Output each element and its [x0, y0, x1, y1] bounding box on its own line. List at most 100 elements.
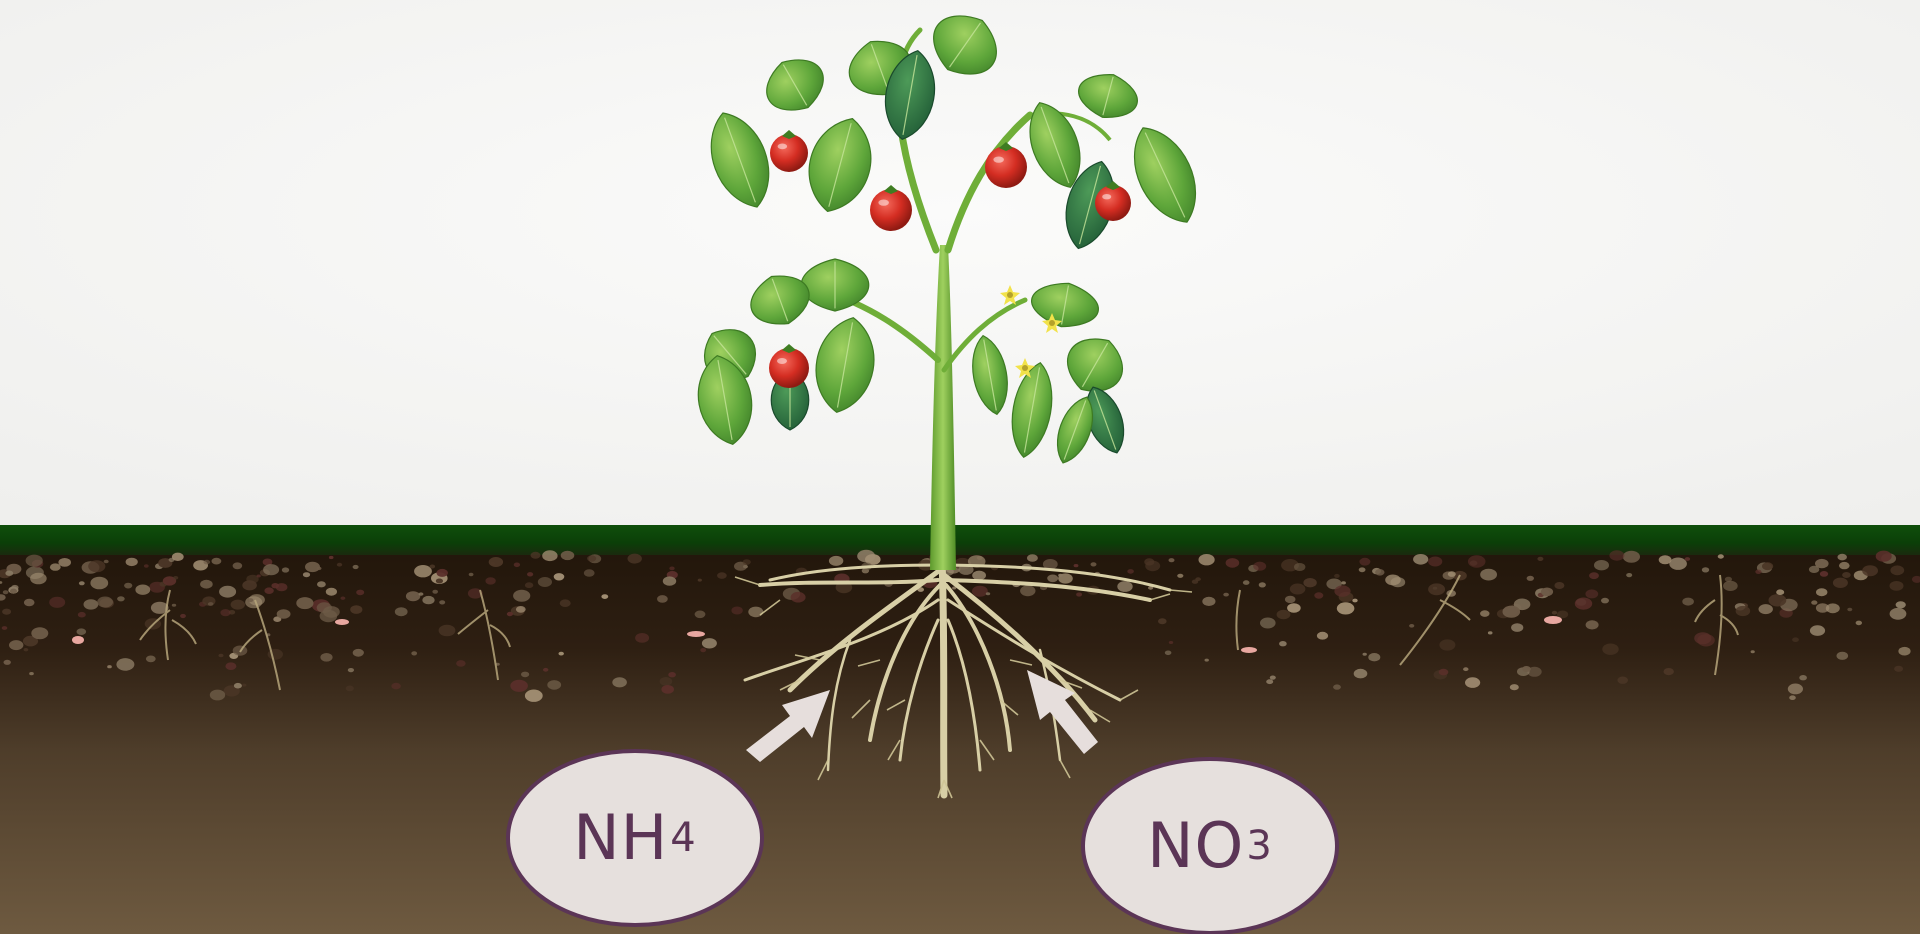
- soil-pebble: [3, 660, 10, 665]
- soil-pebble: [635, 633, 649, 643]
- soil-pebble: [208, 602, 214, 606]
- soil-pebble: [1363, 653, 1367, 656]
- soil-pebble: [469, 573, 474, 576]
- soil-pebble: [233, 562, 243, 569]
- soil-pebble: [1205, 659, 1209, 662]
- soil-pebble: [88, 560, 105, 572]
- soil-pebble: [1839, 562, 1850, 569]
- soil-pebble: [1685, 557, 1690, 561]
- soil-pebble: [414, 565, 432, 577]
- soil-pebble: [1199, 554, 1215, 565]
- soil-pebble: [1833, 578, 1848, 588]
- soil-pebble: [1503, 606, 1521, 618]
- soil-pebble: [348, 668, 354, 672]
- soil-pebble: [542, 550, 557, 561]
- soil-pebble: [1169, 641, 1173, 644]
- soil-pebble: [337, 563, 342, 567]
- soil-pebble: [489, 557, 503, 567]
- soil-pebble: [117, 596, 125, 601]
- soil-pebble: [24, 648, 29, 651]
- soil-pebble: [296, 597, 313, 609]
- soil-pebble: [263, 564, 279, 575]
- soil-pebble: [1368, 653, 1380, 661]
- soil-pebble: [305, 562, 320, 572]
- soil-pebble: [1816, 588, 1827, 596]
- soil-pebble: [356, 590, 364, 596]
- soil-pebble: [1314, 592, 1323, 598]
- soil-pebble: [437, 569, 448, 577]
- soil-pebble: [702, 638, 717, 648]
- soil-pebble: [1317, 632, 1328, 640]
- soil-pebble: [1837, 652, 1849, 660]
- soil-pebble: [282, 567, 289, 572]
- soil-pebble: [1177, 574, 1183, 578]
- soil-pebble: [1409, 624, 1414, 628]
- soil-pebble: [1169, 558, 1175, 562]
- soil-pebble: [1511, 623, 1523, 632]
- soil-pebble: [1552, 611, 1557, 615]
- soil-pebble: [612, 677, 627, 687]
- soil-pebble: [1811, 600, 1817, 604]
- soil-pebble: [538, 577, 552, 587]
- soil-pebble: [1751, 650, 1755, 653]
- soil-pebble: [1856, 621, 1862, 626]
- soil-pebble: [1341, 581, 1346, 584]
- soil-pebble: [1736, 606, 1751, 616]
- soil-pebble: [1697, 634, 1715, 646]
- soil-pebble: [1890, 581, 1904, 591]
- soil-pebble: [1253, 562, 1266, 571]
- soil-pebble: [124, 583, 132, 589]
- soil-pebble: [1359, 558, 1370, 566]
- soil-pebble: [1589, 572, 1599, 579]
- soil-pebble: [1463, 667, 1468, 671]
- soil-pebble: [527, 572, 533, 576]
- soil-pebble: [31, 627, 48, 639]
- soil-pebble: [1468, 555, 1486, 567]
- soil-pebble: [50, 563, 61, 570]
- soil-pebble: [204, 560, 211, 565]
- soil-pebble: [97, 597, 113, 608]
- soil-pebble: [531, 552, 541, 559]
- soil-pebble: [1862, 565, 1878, 576]
- soil-pebble: [2, 626, 8, 630]
- soil-pebble: [1759, 604, 1773, 614]
- soil-pebble: [1594, 560, 1609, 570]
- soil-pebble: [1413, 554, 1428, 565]
- soil-pebble: [439, 600, 445, 604]
- soil-pebble: [510, 680, 528, 692]
- soil-pebble: [1702, 567, 1709, 572]
- soil-pebble: [554, 573, 565, 580]
- soil-pebble: [135, 585, 150, 595]
- soil-pebble: [422, 596, 434, 604]
- ion-formula-base: NH: [573, 801, 668, 874]
- soil-pebble: [9, 640, 23, 650]
- soil-pebble: [1279, 641, 1287, 646]
- soil-pebble: [218, 654, 223, 658]
- soil-pebble: [326, 588, 337, 596]
- soil-pebble: [1890, 608, 1907, 620]
- soil-pebble: [661, 685, 674, 694]
- soil-pebble: [436, 579, 443, 584]
- soil-pebble: [1890, 565, 1904, 575]
- soil-pebble: [341, 597, 346, 600]
- soil-pebble: [507, 612, 513, 616]
- soil-pebble: [695, 611, 706, 619]
- ion-formula-base: NO: [1147, 809, 1244, 882]
- soil-pebble: [49, 597, 65, 608]
- soil-pebble: [559, 652, 564, 656]
- soil-pebble: [1027, 554, 1038, 562]
- soil-pebble: [1303, 578, 1316, 587]
- soil-pebble: [78, 612, 86, 618]
- soil-pebble: [1842, 572, 1851, 578]
- soil-pebble: [1792, 637, 1799, 642]
- soil-pebble: [1385, 575, 1401, 586]
- soil-pebble: [972, 586, 988, 597]
- soil-pebble: [698, 579, 702, 582]
- soil-pebble: [1626, 573, 1632, 577]
- soil-pebble: [172, 604, 176, 607]
- soil-pebble: [1762, 562, 1773, 570]
- soil-pebble: [1354, 669, 1368, 679]
- soil-pebble: [1277, 610, 1291, 620]
